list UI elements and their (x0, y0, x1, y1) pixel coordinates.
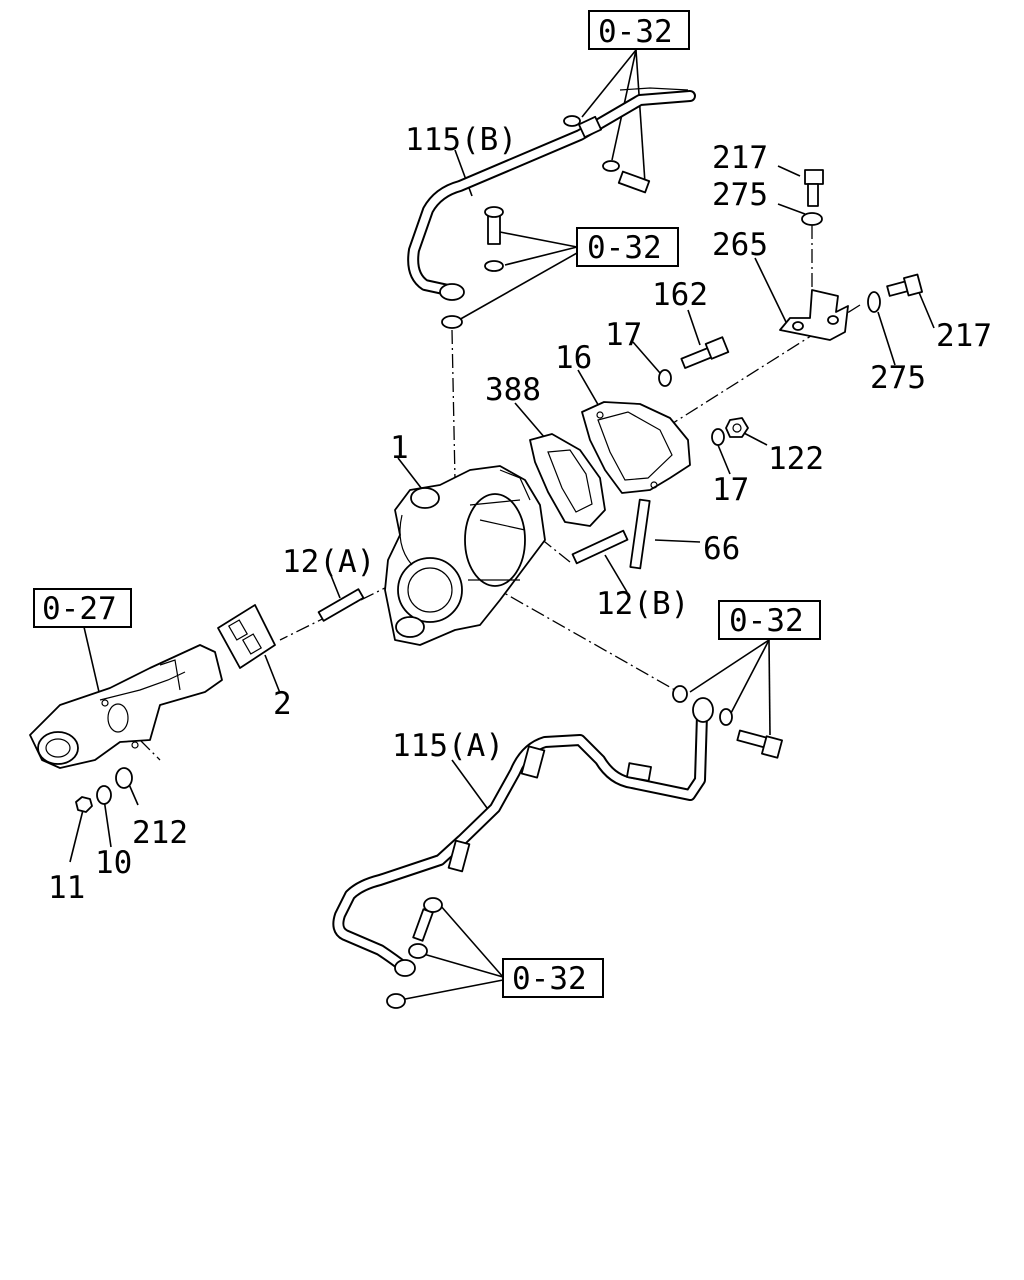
leader-lines (69, 49, 935, 1001)
washer-10[interactable] (96, 785, 112, 805)
label-17-upper: 17 (605, 317, 642, 353)
ref-box-mid-label: 0-32 (587, 230, 662, 266)
label-217-upper: 217 (712, 140, 768, 176)
oil-feed-pipe-115b[interactable] (407, 87, 696, 301)
ref-box-right[interactable]: 0-32 (718, 600, 821, 640)
bolt-162[interactable] (680, 336, 730, 369)
ref-box-bottom-label: 0-32 (512, 961, 587, 997)
ref-box-bottom[interactable]: 0-32 (502, 958, 604, 998)
washer-17-lower[interactable] (711, 428, 725, 446)
bolt-217-upper[interactable] (804, 169, 824, 207)
label-12b: 12(B) (596, 586, 689, 622)
ref-box-left[interactable]: 0-27 (33, 588, 132, 628)
ref-box-top[interactable]: 0-32 (588, 10, 690, 50)
part-labels: 115(B) 217 275 265 162 217 17 16 388 275… (48, 122, 992, 906)
label-115a: 115(A) (392, 728, 504, 764)
exhaust-manifold[interactable] (29, 644, 223, 769)
label-12a: 12(A) (282, 544, 375, 580)
nut-11[interactable] (75, 796, 93, 813)
outlet-elbow-16[interactable] (581, 401, 691, 494)
bracket-265[interactable] (779, 289, 849, 341)
gasket-388[interactable] (529, 433, 606, 527)
stud-12a[interactable] (317, 588, 365, 622)
washer-17-upper[interactable] (658, 369, 672, 387)
top-fittings (441, 115, 651, 329)
label-10: 10 (95, 845, 132, 881)
ref-box-right-label: 0-32 (729, 603, 804, 639)
bolt-217-right[interactable] (886, 273, 923, 297)
ref-box-mid[interactable]: 0-32 (576, 227, 679, 267)
stud-66[interactable] (629, 498, 651, 570)
washer-275-right[interactable] (867, 291, 881, 313)
nut-122[interactable] (725, 417, 749, 438)
label-275-right: 275 (870, 360, 926, 396)
lower-fittings (386, 685, 783, 1009)
oil-return-pipe-115a[interactable] (332, 697, 714, 977)
label-122: 122 (768, 441, 824, 477)
label-265: 265 (712, 227, 768, 263)
label-388: 388 (485, 372, 541, 408)
turbocharger-1[interactable] (384, 465, 546, 646)
label-162: 162 (652, 277, 708, 313)
label-16: 16 (555, 340, 592, 376)
ref-box-top-label: 0-32 (598, 14, 673, 50)
label-275-upper: 275 (712, 177, 768, 213)
label-11: 11 (48, 870, 85, 906)
label-17-lower: 17 (712, 472, 749, 508)
gasket-2[interactable] (217, 604, 276, 669)
label-1: 1 (390, 430, 409, 466)
washer-212[interactable] (115, 767, 133, 789)
washer-275-upper[interactable] (801, 212, 823, 226)
ref-box-left-label: 0-27 (42, 591, 117, 627)
label-2: 2 (273, 686, 292, 722)
stud-12b[interactable] (571, 529, 629, 565)
label-217-right: 217 (936, 318, 992, 354)
label-66: 66 (703, 531, 740, 567)
label-115b: 115(B) (405, 122, 517, 158)
label-212: 212 (132, 815, 188, 851)
